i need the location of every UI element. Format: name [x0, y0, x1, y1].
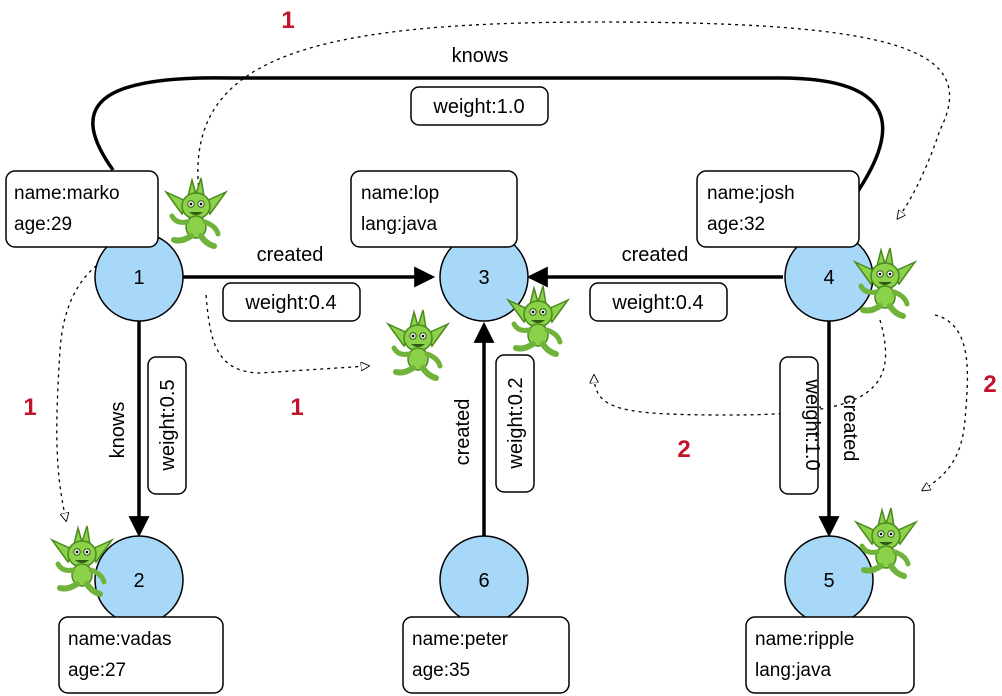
- weight-1-4: weight:1.0: [432, 96, 524, 118]
- vertex-6: 6: [439, 535, 529, 625]
- svg-text:2: 2: [133, 570, 144, 592]
- svg-text:age:27: age:27: [68, 660, 126, 681]
- props-vertex-2: name:vadas age:27: [58, 616, 224, 694]
- svg-text:5: 5: [823, 570, 834, 592]
- weight-1-3: weight:0.4: [244, 292, 336, 314]
- weight-box-4-3: [589, 282, 728, 322]
- props-vertex-6: name:peter age:35: [402, 616, 570, 694]
- traversal-path-1-to-3: [205, 294, 368, 374]
- vertex-2: 2: [94, 535, 184, 625]
- gremlin-icon: [166, 178, 226, 246]
- props-vertex-4: name:josh age:32: [696, 170, 860, 248]
- svg-text:1: 1: [133, 267, 144, 289]
- gremlin-icon: [388, 310, 448, 378]
- props-vertex-5: name:ripple lang:java: [745, 616, 915, 694]
- vertex-3: 3: [439, 232, 529, 322]
- svg-text:6: 6: [478, 570, 489, 592]
- edge-label-1-2: knows: [107, 402, 129, 459]
- step-label: 1: [23, 394, 36, 421]
- svg-text:name:josh: name:josh: [707, 183, 795, 204]
- weight-4-5: weight:1.0: [801, 378, 823, 470]
- edge-label-4-5: created: [839, 395, 861, 462]
- weight-box-1-3: [222, 282, 361, 322]
- props-vertex-1: name:marko age:29: [5, 170, 159, 248]
- edge-label-1-4: knows: [452, 45, 509, 67]
- svg-text:name:lop: name:lop: [361, 183, 439, 204]
- edge-label-4-3: created: [622, 244, 689, 266]
- traversal-path-1-to-4: [197, 21, 951, 218]
- svg-text:name:marko: name:marko: [14, 183, 120, 204]
- weight-box-6-3: [495, 354, 535, 493]
- svg-text:name:peter: name:peter: [412, 629, 509, 650]
- traversal-path-4-to-5: [923, 314, 969, 490]
- step-label: 2: [677, 436, 690, 463]
- weight-4-3: weight:0.4: [611, 292, 703, 314]
- edge-1-4-knows: [91, 76, 885, 225]
- weight-box-4-5: [779, 356, 819, 495]
- weight-box-1-2: [147, 356, 187, 495]
- vertex-5: 5: [784, 535, 874, 625]
- svg-text:age:35: age:35: [412, 660, 470, 681]
- edge-label-6-3: created: [452, 399, 474, 466]
- svg-text:lang:java: lang:java: [361, 214, 437, 235]
- weight-6-3: weight:0.2: [505, 377, 527, 469]
- svg-text:age:29: age:29: [14, 214, 72, 235]
- svg-text:4: 4: [823, 267, 834, 289]
- svg-text:lang:java: lang:java: [755, 660, 831, 681]
- step-label: 2: [983, 371, 996, 398]
- props-vertex-3: name:lop lang:java: [350, 170, 518, 248]
- svg-text:name:vadas: name:vadas: [68, 629, 172, 650]
- weight-box-1-4: [410, 86, 549, 126]
- edge-label-1-3: created: [257, 244, 324, 266]
- weight-1-2: weight:0.5: [157, 379, 179, 471]
- traversal-path-4-to-3: [594, 319, 887, 416]
- svg-text:3: 3: [478, 267, 489, 289]
- svg-text:name:ripple: name:ripple: [755, 629, 854, 650]
- svg-text:age:32: age:32: [707, 214, 765, 235]
- step-label: 1: [290, 394, 303, 421]
- step-label: 1: [281, 7, 294, 34]
